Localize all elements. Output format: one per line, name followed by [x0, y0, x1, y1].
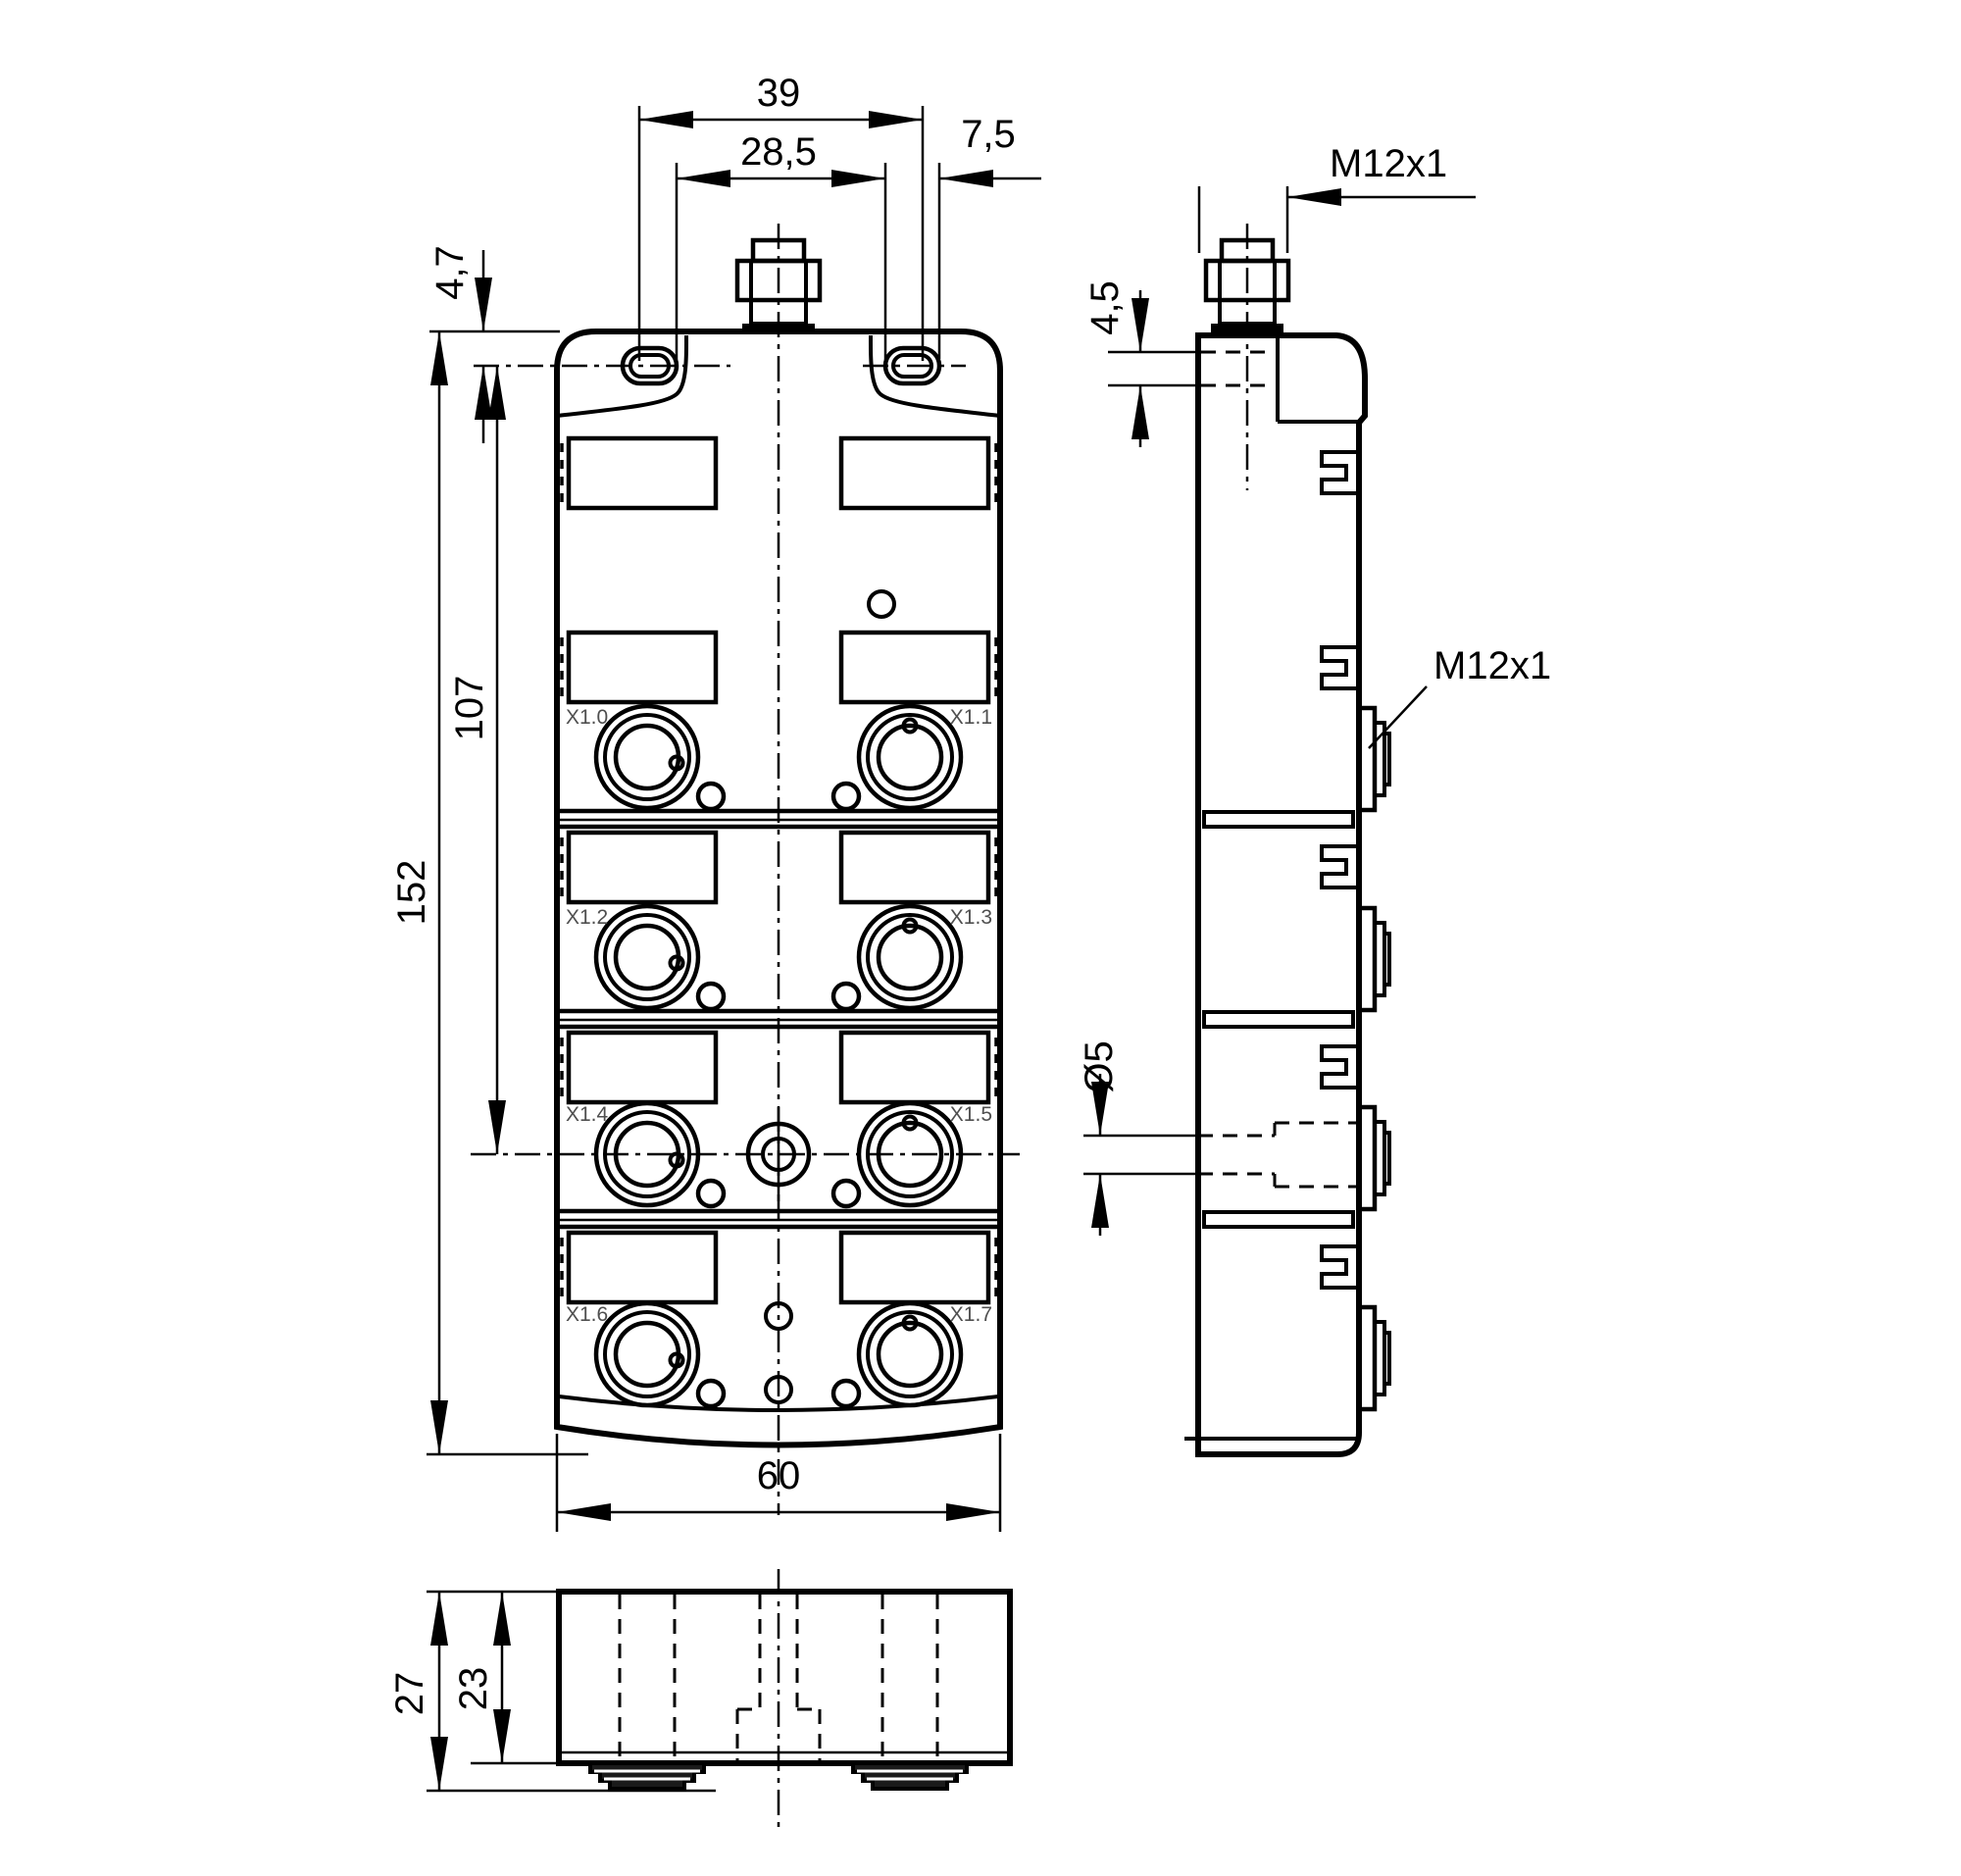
port-led: [695, 1178, 727, 1209]
bottom-hidden-bores: [618, 1595, 939, 1760]
port-label: X1.3: [950, 906, 992, 929]
dim-top-outer-39: 39: [637, 72, 925, 361]
front-view: X1.0 X1.1 X1.2 X1.3 X1.4: [390, 72, 1041, 1532]
dim-7-5-label: 7,5: [961, 113, 1016, 156]
dim-4-5-label: 4,5: [1083, 280, 1127, 335]
dim-hole-dia-5: Ø5: [1078, 1040, 1198, 1236]
port-label: X1.0: [566, 706, 608, 729]
status-led: [867, 589, 896, 619]
dim-width-60: 60: [555, 1434, 1002, 1532]
port-label: X1.2: [566, 906, 608, 929]
port-x1-1: X1.1: [830, 703, 992, 812]
side-body-outline: [1195, 332, 1368, 1457]
front-right-pocket: [868, 334, 1001, 418]
bottom-body-outline: [556, 1589, 1013, 1766]
dim-hole-dia-label: Ø5: [1078, 1040, 1121, 1092]
dim-39-label: 39: [757, 72, 801, 115]
side-hidden-hole: [1198, 1121, 1359, 1189]
port-led: [695, 781, 727, 812]
port-label: X1.1: [950, 706, 992, 729]
dim-top-inner-28-5: 28,5: [675, 130, 887, 364]
dim-height-152: 152: [390, 331, 588, 1456]
bottom-connector-feet: [588, 1761, 969, 1791]
front-left-pocket: [556, 334, 689, 418]
dim-23-label: 23: [452, 1667, 495, 1711]
port-x1-2: X1.2: [566, 903, 727, 1012]
port-x1-3: X1.3: [830, 903, 992, 1012]
port-led: [695, 1378, 727, 1409]
front-section-separators: [557, 808, 1000, 1230]
front-bottom-arc: [558, 1394, 999, 1412]
port-led: [830, 1178, 862, 1209]
dim-107-label: 107: [448, 676, 491, 741]
side-label-clips: [1320, 450, 1359, 1290]
dim-27-label: 27: [388, 1672, 431, 1716]
port-led: [830, 781, 862, 812]
port-label: X1.6: [566, 1303, 608, 1326]
callout-side-m12-label: M12x1: [1433, 644, 1551, 687]
side-view: M12x1 4,5 Ø5 M12x1: [1078, 142, 1551, 1457]
small-hole-lower: [764, 1375, 793, 1404]
dim-body-depth-23: 23: [452, 1592, 559, 1765]
side-separator-slots: [1202, 810, 1355, 1229]
port-label: X1.4: [566, 1103, 609, 1126]
dim-28-5-label: 28,5: [740, 130, 817, 174]
dim-m12-top: M12x1: [1197, 142, 1476, 253]
port-x1-6: X1.6: [566, 1300, 727, 1409]
dim-offset-4-7: 4,7: [428, 245, 560, 443]
port-label: X1.5: [950, 1103, 992, 1126]
port-led: [830, 981, 862, 1012]
side-port-bosses: [1356, 705, 1391, 1412]
port-led: [695, 981, 727, 1012]
port-label: X1.7: [950, 1303, 992, 1326]
bottom-view: 27 23: [388, 1569, 1013, 1832]
dim-4-7-label: 4,7: [428, 245, 472, 300]
dim-152-label: 152: [390, 860, 433, 926]
dim-slot-depth-4-5: 4,5: [1083, 280, 1198, 447]
front-body-outline: [554, 329, 1003, 1448]
dim-span-107: 107: [448, 366, 506, 1154]
port-x1-0: X1.0: [566, 703, 727, 812]
port-led: [830, 1378, 862, 1409]
dim-m12-top-label: M12x1: [1330, 142, 1447, 185]
port-x1-7: X1.7: [830, 1300, 992, 1409]
dim-60-label: 60: [757, 1454, 801, 1497]
small-hole-upper: [764, 1301, 793, 1331]
dim-slot-7-5: 7,5: [937, 113, 1041, 359]
dim-total-depth-27: 27: [388, 1590, 716, 1793]
callout-side-m12: M12x1: [1368, 644, 1551, 749]
